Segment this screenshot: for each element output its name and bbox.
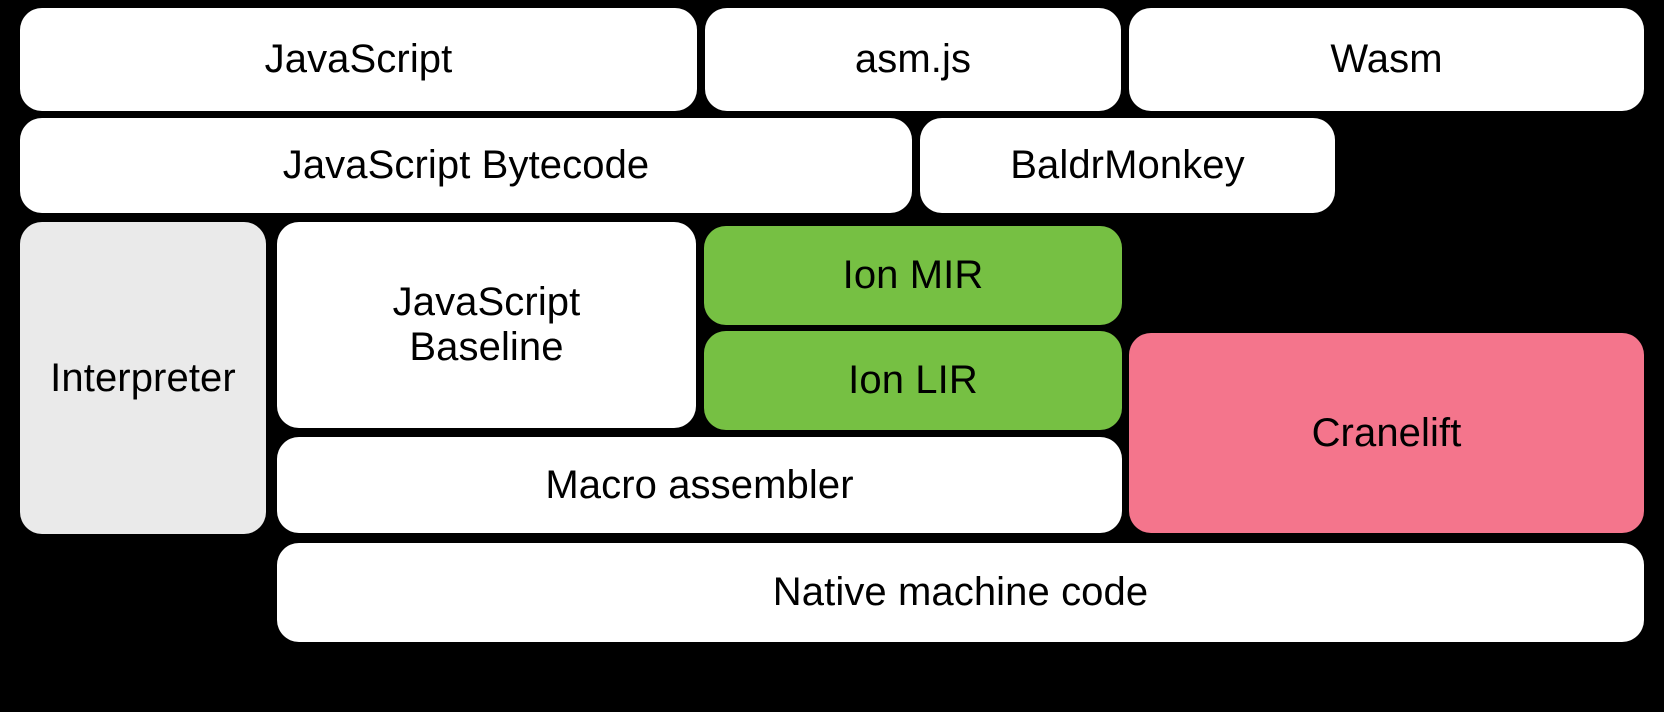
node-native-machine-code: Native machine code xyxy=(277,543,1644,642)
node-javascript-baseline: JavaScript Baseline xyxy=(277,222,696,428)
node-macro-assembler: Macro assembler xyxy=(277,437,1122,533)
node-cranelift: Cranelift xyxy=(1129,333,1644,533)
node-wasm: Wasm xyxy=(1129,8,1644,111)
node-javascript-bytecode: JavaScript Bytecode xyxy=(20,118,912,213)
node-ion-mir: Ion MIR xyxy=(704,226,1122,325)
node-ion-lir: Ion LIR xyxy=(704,331,1122,430)
node-interpreter: Interpreter xyxy=(20,222,266,534)
node-asmjs: asm.js xyxy=(705,8,1121,111)
node-javascript: JavaScript xyxy=(20,8,697,111)
node-baldrmonkey: BaldrMonkey xyxy=(920,118,1335,213)
